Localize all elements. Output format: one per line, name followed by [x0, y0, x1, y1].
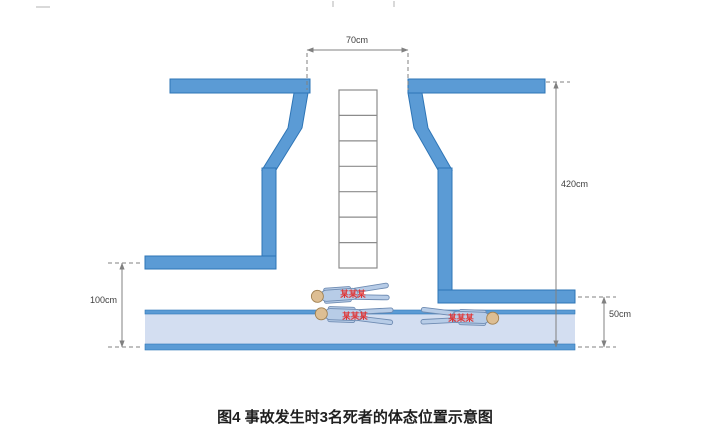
right-wall-diagonal [407, 92, 453, 171]
left-wall-diagonal [261, 92, 309, 171]
ladder-frame [338, 89, 378, 269]
dim-420cm [546, 81, 570, 348]
victim-label-1: 某某某 [340, 289, 366, 299]
dimension-labels: 70cm 420cm 100cm 50cm [90, 35, 631, 319]
dim-label-420cm: 420cm [561, 179, 588, 189]
crop-artifacts [36, 1, 395, 8]
right-wall-vertical [437, 167, 453, 293]
belt-bottom-edge [144, 343, 576, 351]
dim-70cm [306, 47, 409, 90]
left-ledge [144, 255, 277, 270]
dim-label-100cm: 100cm [90, 295, 117, 305]
victims: 某某某 某某某 某某某 [310, 282, 500, 328]
chute-ladder [338, 89, 378, 269]
figure-caption: 图4 事故发生时3名死者的体态位置示意图 [217, 408, 493, 426]
dim-50cm [578, 296, 616, 348]
dim-100cm [108, 262, 143, 348]
victim-label-3: 某某某 [448, 313, 474, 323]
dim-label-50cm: 50cm [609, 309, 631, 319]
victim-label-2: 某某某 [342, 311, 368, 321]
left-wall-top [169, 78, 311, 94]
right-wall-top [407, 78, 546, 94]
dimension-lines [108, 47, 616, 348]
left-wall-vertical [261, 167, 277, 259]
shaft-walls [144, 78, 576, 304]
right-ledge [437, 289, 576, 304]
dim-label-70cm: 70cm [346, 35, 368, 45]
